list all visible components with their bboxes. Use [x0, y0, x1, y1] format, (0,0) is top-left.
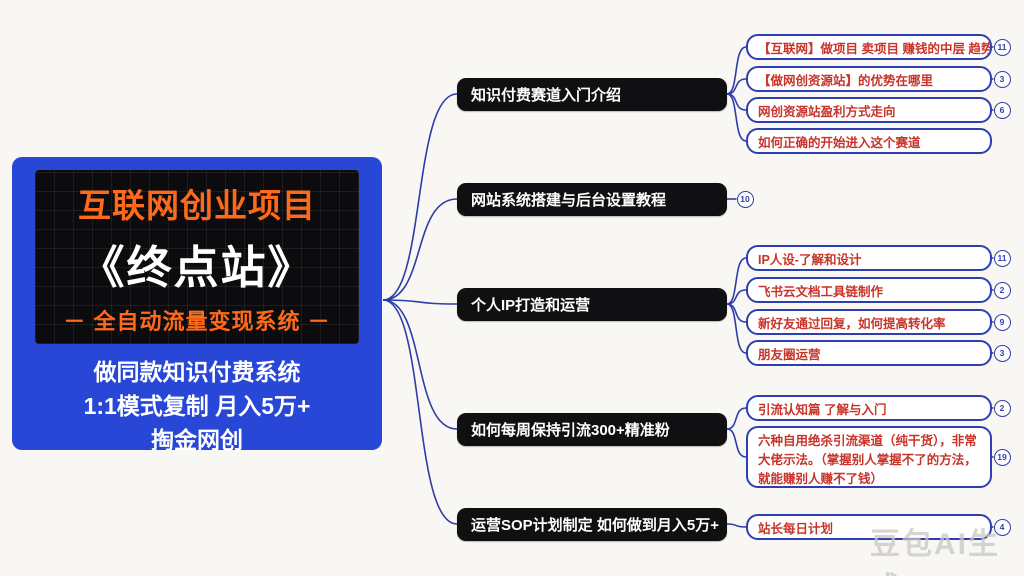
count-badge[interactable]: 2: [993, 399, 1011, 417]
leaf-node[interactable]: 飞书云文档工具链制作: [746, 277, 992, 303]
leaf-node[interactable]: IP人设-了解和设计: [746, 245, 992, 271]
count-badge[interactable]: 10: [736, 190, 754, 208]
leaf-node[interactable]: 网创资源站盈利方式走向: [746, 97, 992, 123]
count-badge[interactable]: 4: [993, 518, 1011, 536]
leaf-node[interactable]: 朋友圈运营: [746, 340, 992, 366]
leaf-node[interactable]: 【做网创资源站】的优势在哪里: [746, 66, 992, 92]
leaf-node[interactable]: 新好友通过回复，如何提高转化率: [746, 309, 992, 335]
branch-node-2[interactable]: 个人IP打造和运营: [457, 287, 727, 321]
leaf-node[interactable]: 引流认知篇 了解与入门: [746, 395, 992, 421]
count-badge[interactable]: 6: [993, 101, 1011, 119]
count-badge[interactable]: 19: [993, 448, 1011, 466]
leaf-node[interactable]: 站长每日计划: [746, 514, 992, 540]
root-card-banner: 互联网创业项目 《终点站》 － 全自动流量变现系统 －: [35, 170, 359, 344]
count-badge[interactable]: 3: [993, 344, 1011, 362]
leaf-node[interactable]: 六种自用绝杀引流渠道（纯干货），非常大佬示法。（掌握别人掌握不了的方法，就能赚别…: [746, 426, 992, 488]
count-badge[interactable]: 2: [993, 281, 1011, 299]
banner-headline: 《终点站》: [79, 241, 315, 293]
card-text-block: 做同款知识付费系统 1:1模式复制 月入5万+ 掏金网创: [12, 355, 382, 457]
branch-node-1[interactable]: 网站系统搭建与后台设置教程: [457, 182, 727, 216]
card-line: 1:1模式复制 月入5万+: [83, 393, 311, 419]
card-line: 做同款知识付费系统: [93, 359, 301, 385]
branch-node-4[interactable]: 运营SOP计划制定 如何做到月入5万+: [457, 507, 727, 541]
banner-tagline: － 全自动流量变现系统 －: [63, 308, 331, 334]
branch-node-0[interactable]: 知识付费赛道入门介绍: [457, 77, 727, 111]
leaf-node[interactable]: 如何正确的开始进入这个赛道: [746, 128, 992, 154]
count-badge[interactable]: 3: [993, 70, 1011, 88]
leaf-node[interactable]: 【互联网】做项目 卖项目 赚钱的中层 趋势: [746, 34, 992, 60]
root-card[interactable]: 互联网创业项目 《终点站》 － 全自动流量变现系统 － 做同款知识付费系统 1:…: [12, 157, 382, 453]
count-badge[interactable]: 9: [993, 313, 1011, 331]
count-badge[interactable]: 11: [993, 249, 1011, 267]
branch-node-3[interactable]: 如何每周保持引流300+精准粉: [457, 412, 727, 446]
watermark: 豆包AI生成: [870, 528, 1000, 576]
count-badge[interactable]: 11: [993, 38, 1011, 56]
banner-title: 互联网创业项目: [78, 186, 316, 224]
card-line: 掏金网创: [151, 427, 243, 453]
